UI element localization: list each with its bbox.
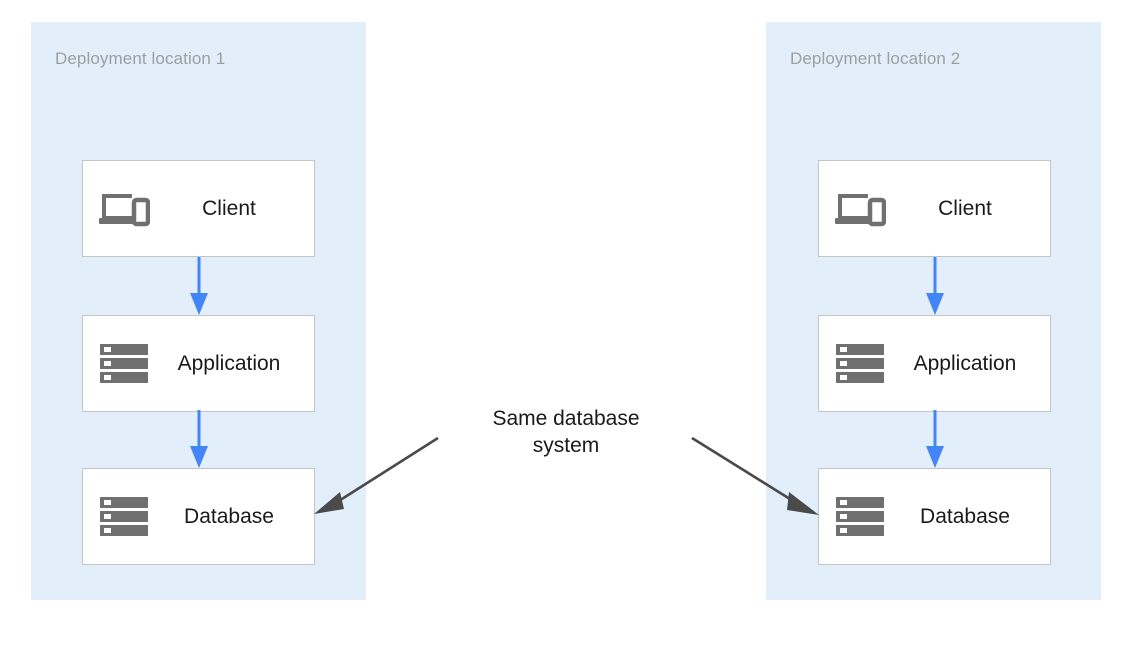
annotation-same-database-system: Same database system [446,405,686,459]
flow-arrow-client-to-application-2 [924,257,946,317]
node-client-2[interactable]: Client [818,160,1051,257]
pointer-arrow-to-database-1 [310,432,440,522]
devices-icon [96,187,152,231]
flow-arrow-application-to-database-2 [924,410,946,470]
flow-arrow-application-to-database-1 [188,410,210,470]
node-client-1[interactable]: Client [82,160,315,257]
node-database-2-label: Database [920,504,1010,528]
server-icon [96,342,152,386]
devices-icon [832,187,888,231]
deployment-location-2-title: Deployment location 2 [790,49,961,68]
flow-arrow-client-to-application-1 [188,257,210,317]
database-server-icon [96,495,152,539]
annotation-line-2: system [532,434,600,457]
server-icon [832,342,888,386]
node-application-1[interactable]: Application [82,315,315,412]
database-server-icon [832,495,888,539]
annotation-line-1: Same database [492,407,640,430]
pointer-arrow-to-database-2 [688,432,823,522]
node-database-1[interactable]: Database [82,468,315,565]
node-application-2[interactable]: Application [818,315,1051,412]
node-database-2[interactable]: Database [818,468,1051,565]
node-client-1-label: Client [202,196,256,220]
node-database-1-label: Database [184,504,274,528]
deployment-location-1-title: Deployment location 1 [55,49,226,68]
node-application-1-label: Application [177,351,281,375]
node-client-2-label: Client [938,196,992,220]
node-application-2-label: Application [913,351,1017,375]
